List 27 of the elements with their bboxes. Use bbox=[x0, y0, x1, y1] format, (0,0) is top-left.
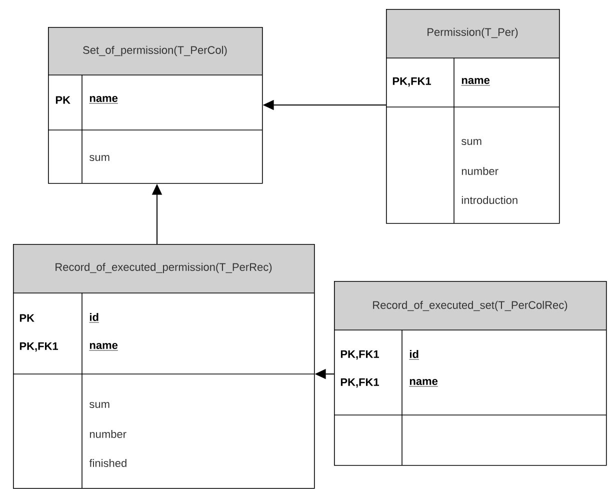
entity-table bbox=[12, 244, 315, 489]
entity-table bbox=[334, 281, 607, 466]
table-title: Permission(T_Per) bbox=[428, 28, 518, 38]
key-column-name: name bbox=[461, 78, 490, 86]
column-name: number bbox=[462, 166, 498, 176]
column-name: introduction bbox=[462, 196, 518, 204]
key-column-name: name bbox=[89, 96, 118, 104]
key-column-name: name bbox=[89, 342, 118, 351]
key-label: PK bbox=[56, 96, 70, 104]
key-label: PK,FK1 bbox=[340, 350, 379, 360]
table-title: Record_of_executed_permission(T_PerRec) bbox=[56, 262, 272, 274]
key-column-name: id bbox=[89, 312, 100, 323]
table-title: Set_of_permission(T_PerCol) bbox=[83, 46, 227, 56]
column-name: sum bbox=[462, 139, 482, 145]
key-label: PK,FK1 bbox=[20, 342, 58, 352]
entity-table bbox=[386, 9, 560, 224]
entity-table bbox=[48, 27, 263, 184]
column-name: sum bbox=[90, 155, 110, 161]
column-name: finished bbox=[89, 458, 126, 468]
key-column-name: id bbox=[409, 350, 420, 360]
column-name: number bbox=[90, 430, 126, 438]
key-label: PK,FK1 bbox=[392, 77, 431, 87]
key-label: PK bbox=[20, 314, 34, 322]
key-label: PK,FK1 bbox=[340, 378, 379, 388]
table-title: Record_of_executed_set(T_PerColRec) bbox=[373, 300, 568, 312]
key-column-name: name bbox=[409, 378, 438, 387]
column-name: sum bbox=[90, 402, 110, 408]
